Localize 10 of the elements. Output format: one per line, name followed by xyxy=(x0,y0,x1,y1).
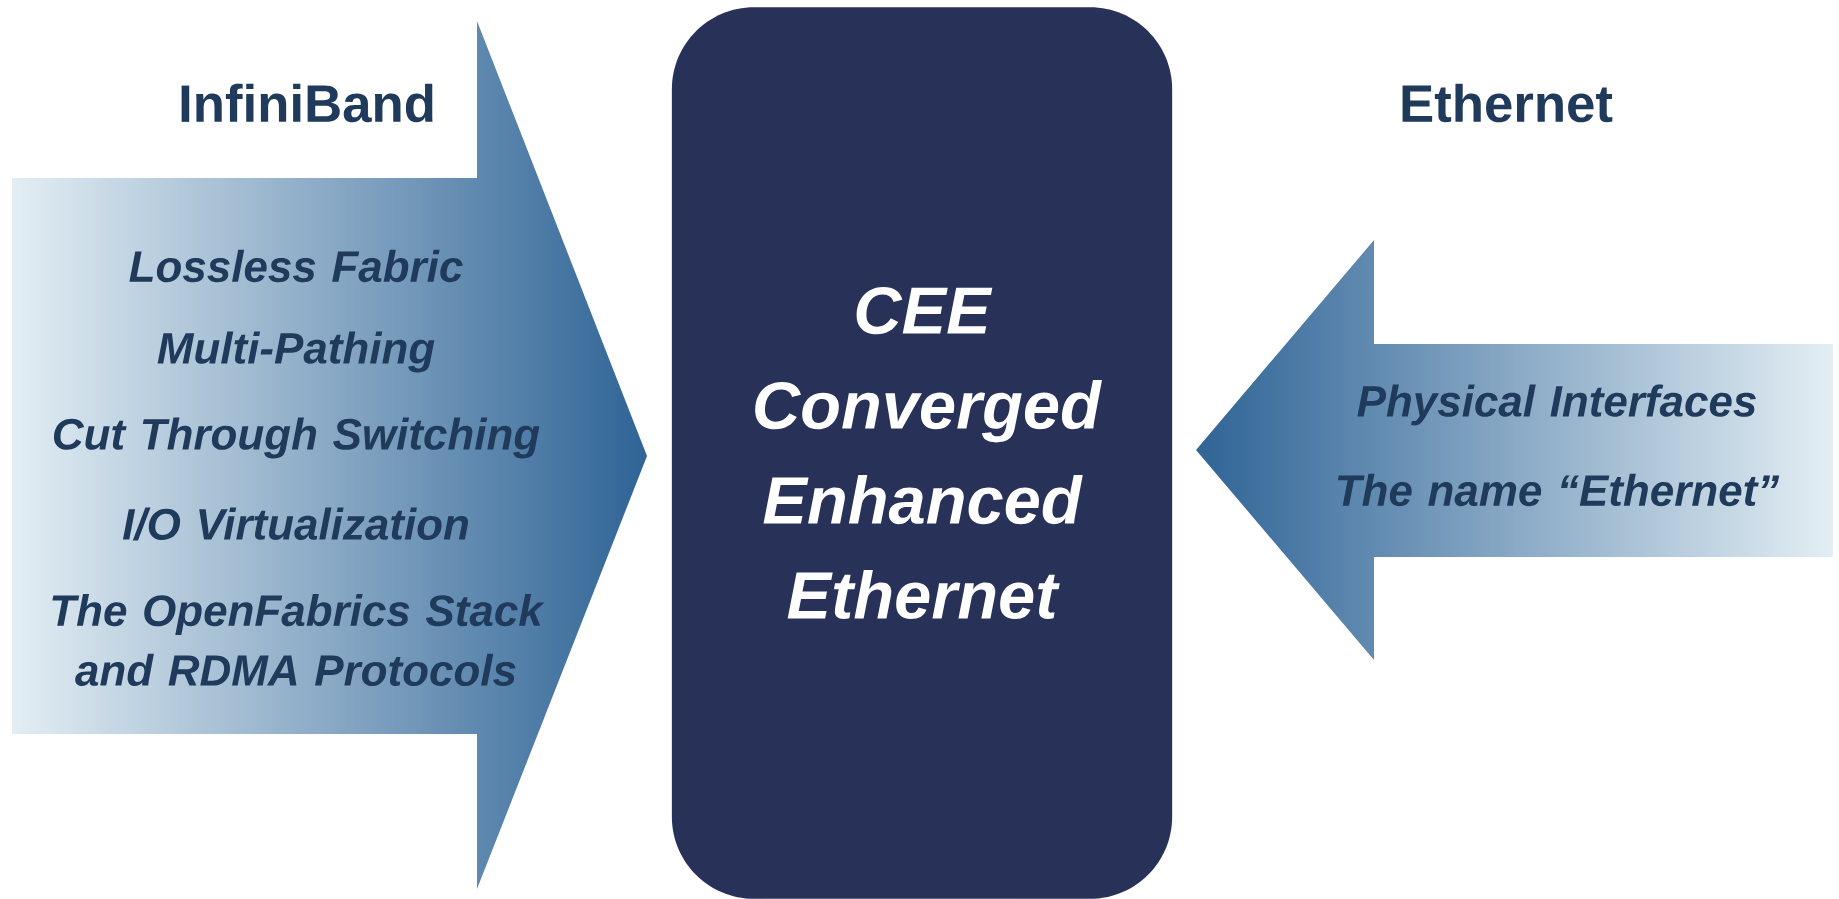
list-item: I/O Virtualization xyxy=(122,507,469,541)
list-item: Multi-Pathing xyxy=(157,331,435,373)
rounded-box: CEE Converged Enhanced Ethernet xyxy=(671,7,1173,899)
list-item: Cut Through Switching xyxy=(54,417,540,459)
list-item: The name “Ethernet” xyxy=(1337,473,1780,507)
list-item: Lossless Fabric xyxy=(129,249,463,283)
list-item: Physical Interfaces xyxy=(1357,384,1756,426)
list-item: The OpenFabrics Stack and RDMA Protocols xyxy=(52,593,545,687)
heading: InfiniBand xyxy=(181,83,433,123)
heading: Ethernet xyxy=(1402,83,1613,123)
